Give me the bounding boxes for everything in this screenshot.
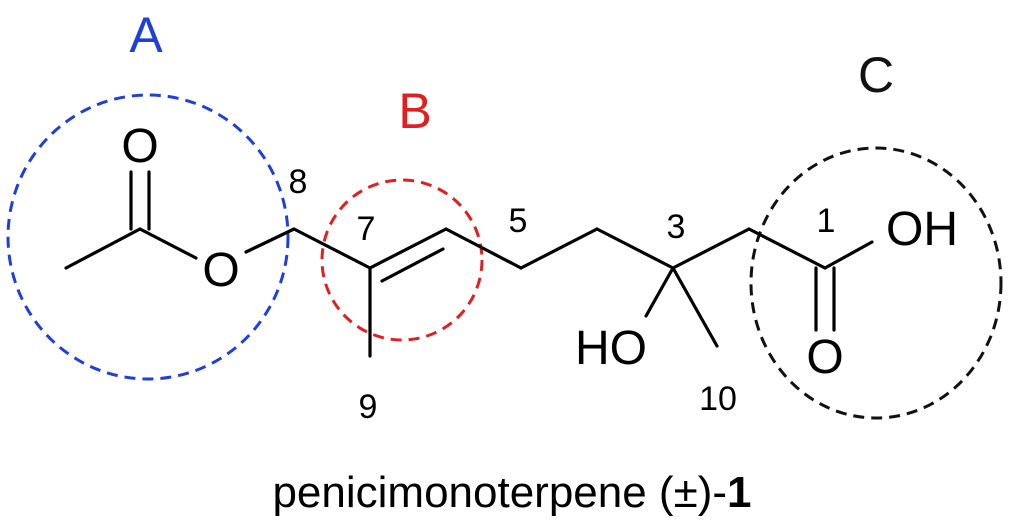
carbon-number-8: 8	[289, 163, 308, 201]
carbon-number-3: 3	[667, 208, 686, 246]
ester-oxygen: O	[202, 244, 239, 297]
carboxylic-hydroxyl: OH	[886, 203, 958, 256]
region-c-circle	[749, 146, 1003, 420]
carbon-number-9: 9	[359, 388, 378, 426]
carbon-number-1: 1	[817, 202, 836, 240]
hydroxyl-group: HO	[575, 322, 647, 375]
acetyl-carbonyl-oxygen: O	[121, 120, 158, 173]
carbon-number-7: 7	[357, 210, 376, 248]
bond-skeleton	[64, 170, 874, 358]
region-a-label: A	[129, 7, 163, 63]
carboxylic-carbonyl-oxygen: O	[806, 331, 843, 384]
region-c-label: C	[858, 47, 894, 103]
region-b-circle	[320, 178, 484, 342]
compound-number: 1	[727, 468, 751, 517]
region-b-label: B	[398, 83, 431, 139]
carbon-number-5: 5	[509, 202, 528, 240]
compound-caption: penicimonoterpene (±)-1	[272, 468, 751, 517]
carbon-number-10: 10	[699, 380, 737, 418]
region-a-circle	[6, 93, 290, 381]
compound-name: penicimonoterpene (±)-	[272, 468, 727, 517]
